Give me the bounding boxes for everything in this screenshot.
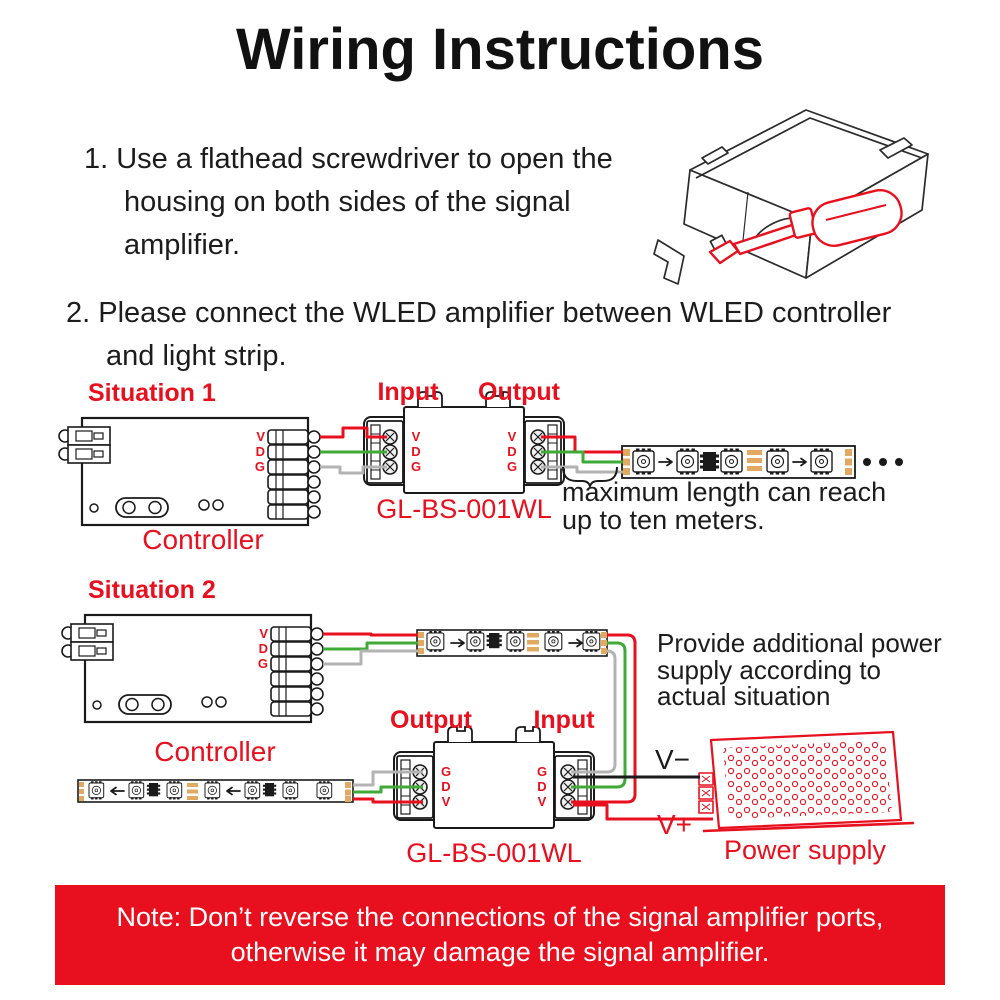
situation-1-label: Situation 1 <box>88 379 216 407</box>
power-supply <box>698 730 915 833</box>
amp-output-pin-1: V <box>508 429 517 444</box>
v-plus-label: V+ <box>657 809 692 840</box>
amp-output-pin-2: D <box>507 444 516 459</box>
controller2-pin-g: G <box>258 656 268 671</box>
output-label-2: Output <box>390 706 473 734</box>
step-2-line-2: and light strip. <box>106 339 287 372</box>
amp2-output-pin-2: D <box>441 779 450 794</box>
wires-strip-to-input <box>571 633 637 804</box>
controller-pin-g: G <box>255 459 265 474</box>
amp2-output-pin-1: G <box>441 764 451 779</box>
controller-pin-d: D <box>256 444 265 459</box>
controller-label-1: Controller <box>142 524 263 555</box>
power-note-line-1: Provide additional power <box>657 628 942 658</box>
controller-pin-v: V <box>256 429 265 444</box>
wires-output-to-strip <box>541 435 623 474</box>
input-label-2: Input <box>533 706 595 734</box>
power-note-line-3: actual situation <box>657 681 830 711</box>
max-length-note-line-2: up to ten meters. <box>562 505 765 535</box>
max-length-note-line-1: maximum length can reach <box>562 477 886 507</box>
situation-2-diagram: Situation 2 <box>60 576 942 868</box>
page-title: Wiring Instructions <box>236 17 764 82</box>
amp-input-pin-2: D <box>411 444 420 459</box>
amplifier-model-2: GL-BS-001WL <box>406 838 582 868</box>
amp2-input-pin-2: D <box>537 779 546 794</box>
note-banner: Note: Don’t reverse the connections of t… <box>55 885 945 985</box>
ellipsis-dots <box>863 458 903 466</box>
note-line-2: otherwise it may damage the signal ampli… <box>230 937 770 967</box>
wire-v-plus <box>573 803 713 821</box>
wires-output-to-bottom-strip <box>353 770 423 804</box>
screwdriver-icon <box>708 189 903 265</box>
led-strip-2-bottom <box>77 779 354 803</box>
controller-2 <box>60 613 325 724</box>
controller2-pin-v: V <box>259 626 268 641</box>
underbrace <box>562 466 618 490</box>
input-label-1: Input <box>377 378 439 406</box>
amp-input-pin-1: V <box>412 429 421 444</box>
amp-input-pin-3: G <box>411 459 421 474</box>
power-supply-label: Power supply <box>724 835 887 865</box>
situation-2-label: Situation 2 <box>88 576 216 604</box>
step-1-line-2: housing on both sides of the signal <box>124 185 571 218</box>
v-minus-label: V− <box>655 744 690 775</box>
led-strip-2-middle <box>416 629 608 657</box>
controller-label-2: Controller <box>154 736 275 767</box>
situation-1-diagram: Situation 1 <box>57 378 903 555</box>
amplifier-housing-illustration <box>653 109 929 285</box>
step-2-text: 2. Please connect the WLED amplifier bet… <box>66 292 986 378</box>
controller-1 <box>57 416 322 527</box>
signal-amplifier-1 <box>363 391 565 494</box>
step-1-text: 1. Use a flathead screwdriver to open th… <box>84 138 684 267</box>
amp2-input-pin-3: V <box>538 794 547 809</box>
controller2-pin-d: D <box>259 641 268 656</box>
step-2-line-1: 2. Please connect the WLED amplifier bet… <box>66 297 892 329</box>
amp2-output-pin-3: V <box>442 794 451 809</box>
wires-controller-to-input <box>320 426 387 475</box>
step-1-line-1: 1. Use a flathead screwdriver to open th… <box>84 143 613 175</box>
wires-controller-to-strip <box>323 632 418 666</box>
amplifier-model-1: GL-BS-001WL <box>376 494 552 524</box>
note-line-1: Note: Don’t reverse the connections of t… <box>116 901 884 932</box>
amp2-input-pin-1: G <box>537 764 547 779</box>
power-note-line-2: supply according to <box>657 655 881 685</box>
output-label-1: Output <box>478 378 561 406</box>
amp-output-pin-3: G <box>507 459 517 474</box>
led-strip-1 <box>621 445 856 479</box>
step-1-line-3: amplifier. <box>124 228 241 261</box>
signal-amplifier-2 <box>393 726 595 829</box>
